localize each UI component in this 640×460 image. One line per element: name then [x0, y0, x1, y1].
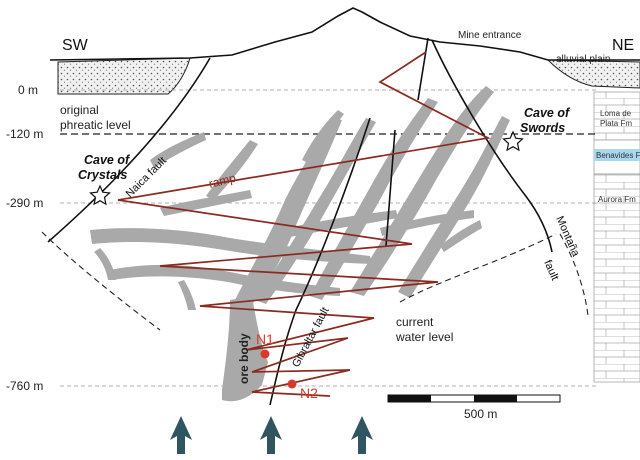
- original-phreatic-level-label: original: [60, 103, 99, 117]
- shaft-line: [417, 37, 429, 101]
- compass-sw: SW: [62, 37, 89, 54]
- aurora-label: Aurora Fm: [598, 195, 636, 204]
- original-phreatic-level-label-2: phreatic level: [60, 118, 131, 132]
- n1-point[interactable]: [260, 349, 270, 359]
- dashed-boundaries: [41, 231, 589, 331]
- cave-of-swords-star[interactable]: [502, 130, 524, 152]
- naica-fault-line: [47, 57, 211, 243]
- montana-fault-label-2: fault: [541, 258, 560, 282]
- scale-bar: [387, 394, 561, 403]
- central-fault-line: [385, 129, 396, 247]
- upflow-arrow-left: [170, 416, 192, 454]
- ore-body-label: ore body: [237, 333, 251, 384]
- cave-of-crystals-label: Cave of: [84, 153, 131, 167]
- scale-label: 500 m: [464, 407, 497, 421]
- current-water-level-label: current: [396, 315, 434, 329]
- mine-ramp: [117, 51, 491, 397]
- ramp-label: ramp: [207, 171, 237, 191]
- faults: [47, 37, 553, 406]
- benavides-label: Benavides Fm: [596, 151, 640, 160]
- depth-label-120: -120 m: [6, 127, 43, 141]
- upflow-arrow-right: [351, 416, 373, 454]
- gibraltar-fault-line: [269, 117, 371, 406]
- alluvial-deposit-right: [546, 59, 640, 89]
- current-water-level-label-2: water level: [395, 330, 453, 344]
- alluvial-plain-label: alluvial plain: [556, 54, 610, 65]
- alluvial-deposit-left: [57, 57, 191, 95]
- cave-of-crystals-star[interactable]: [89, 184, 111, 206]
- depth-label-290: -290 m: [6, 196, 43, 210]
- loma-de-plata-label: Loma de: [600, 109, 632, 118]
- ground-surface: [49, 7, 640, 61]
- mine-entrance-label: Mine entrance: [458, 30, 522, 41]
- cave-of-swords-label-2: Swords: [520, 121, 565, 135]
- mine-shaft-fault-line: [431, 39, 553, 253]
- cave-of-crystals-label-2: Crystals: [78, 168, 127, 182]
- n2-label: N2: [300, 385, 318, 401]
- stratigraphic-column: [593, 91, 640, 383]
- upflow-arrow-center: [260, 416, 282, 454]
- montana-fault-label: Montaña: [553, 214, 582, 259]
- cave-of-swords-label: Cave of: [524, 106, 571, 120]
- compass-ne: NE: [612, 37, 634, 54]
- n2-point[interactable]: [287, 379, 297, 389]
- upflow-arrows: [170, 416, 373, 454]
- depth-label-760: -760 m: [6, 379, 43, 393]
- depth-label-0: 0 m: [18, 83, 38, 97]
- n1-label: N1: [256, 331, 274, 347]
- loma-de-plata-label-2: Plata Fm: [600, 119, 632, 128]
